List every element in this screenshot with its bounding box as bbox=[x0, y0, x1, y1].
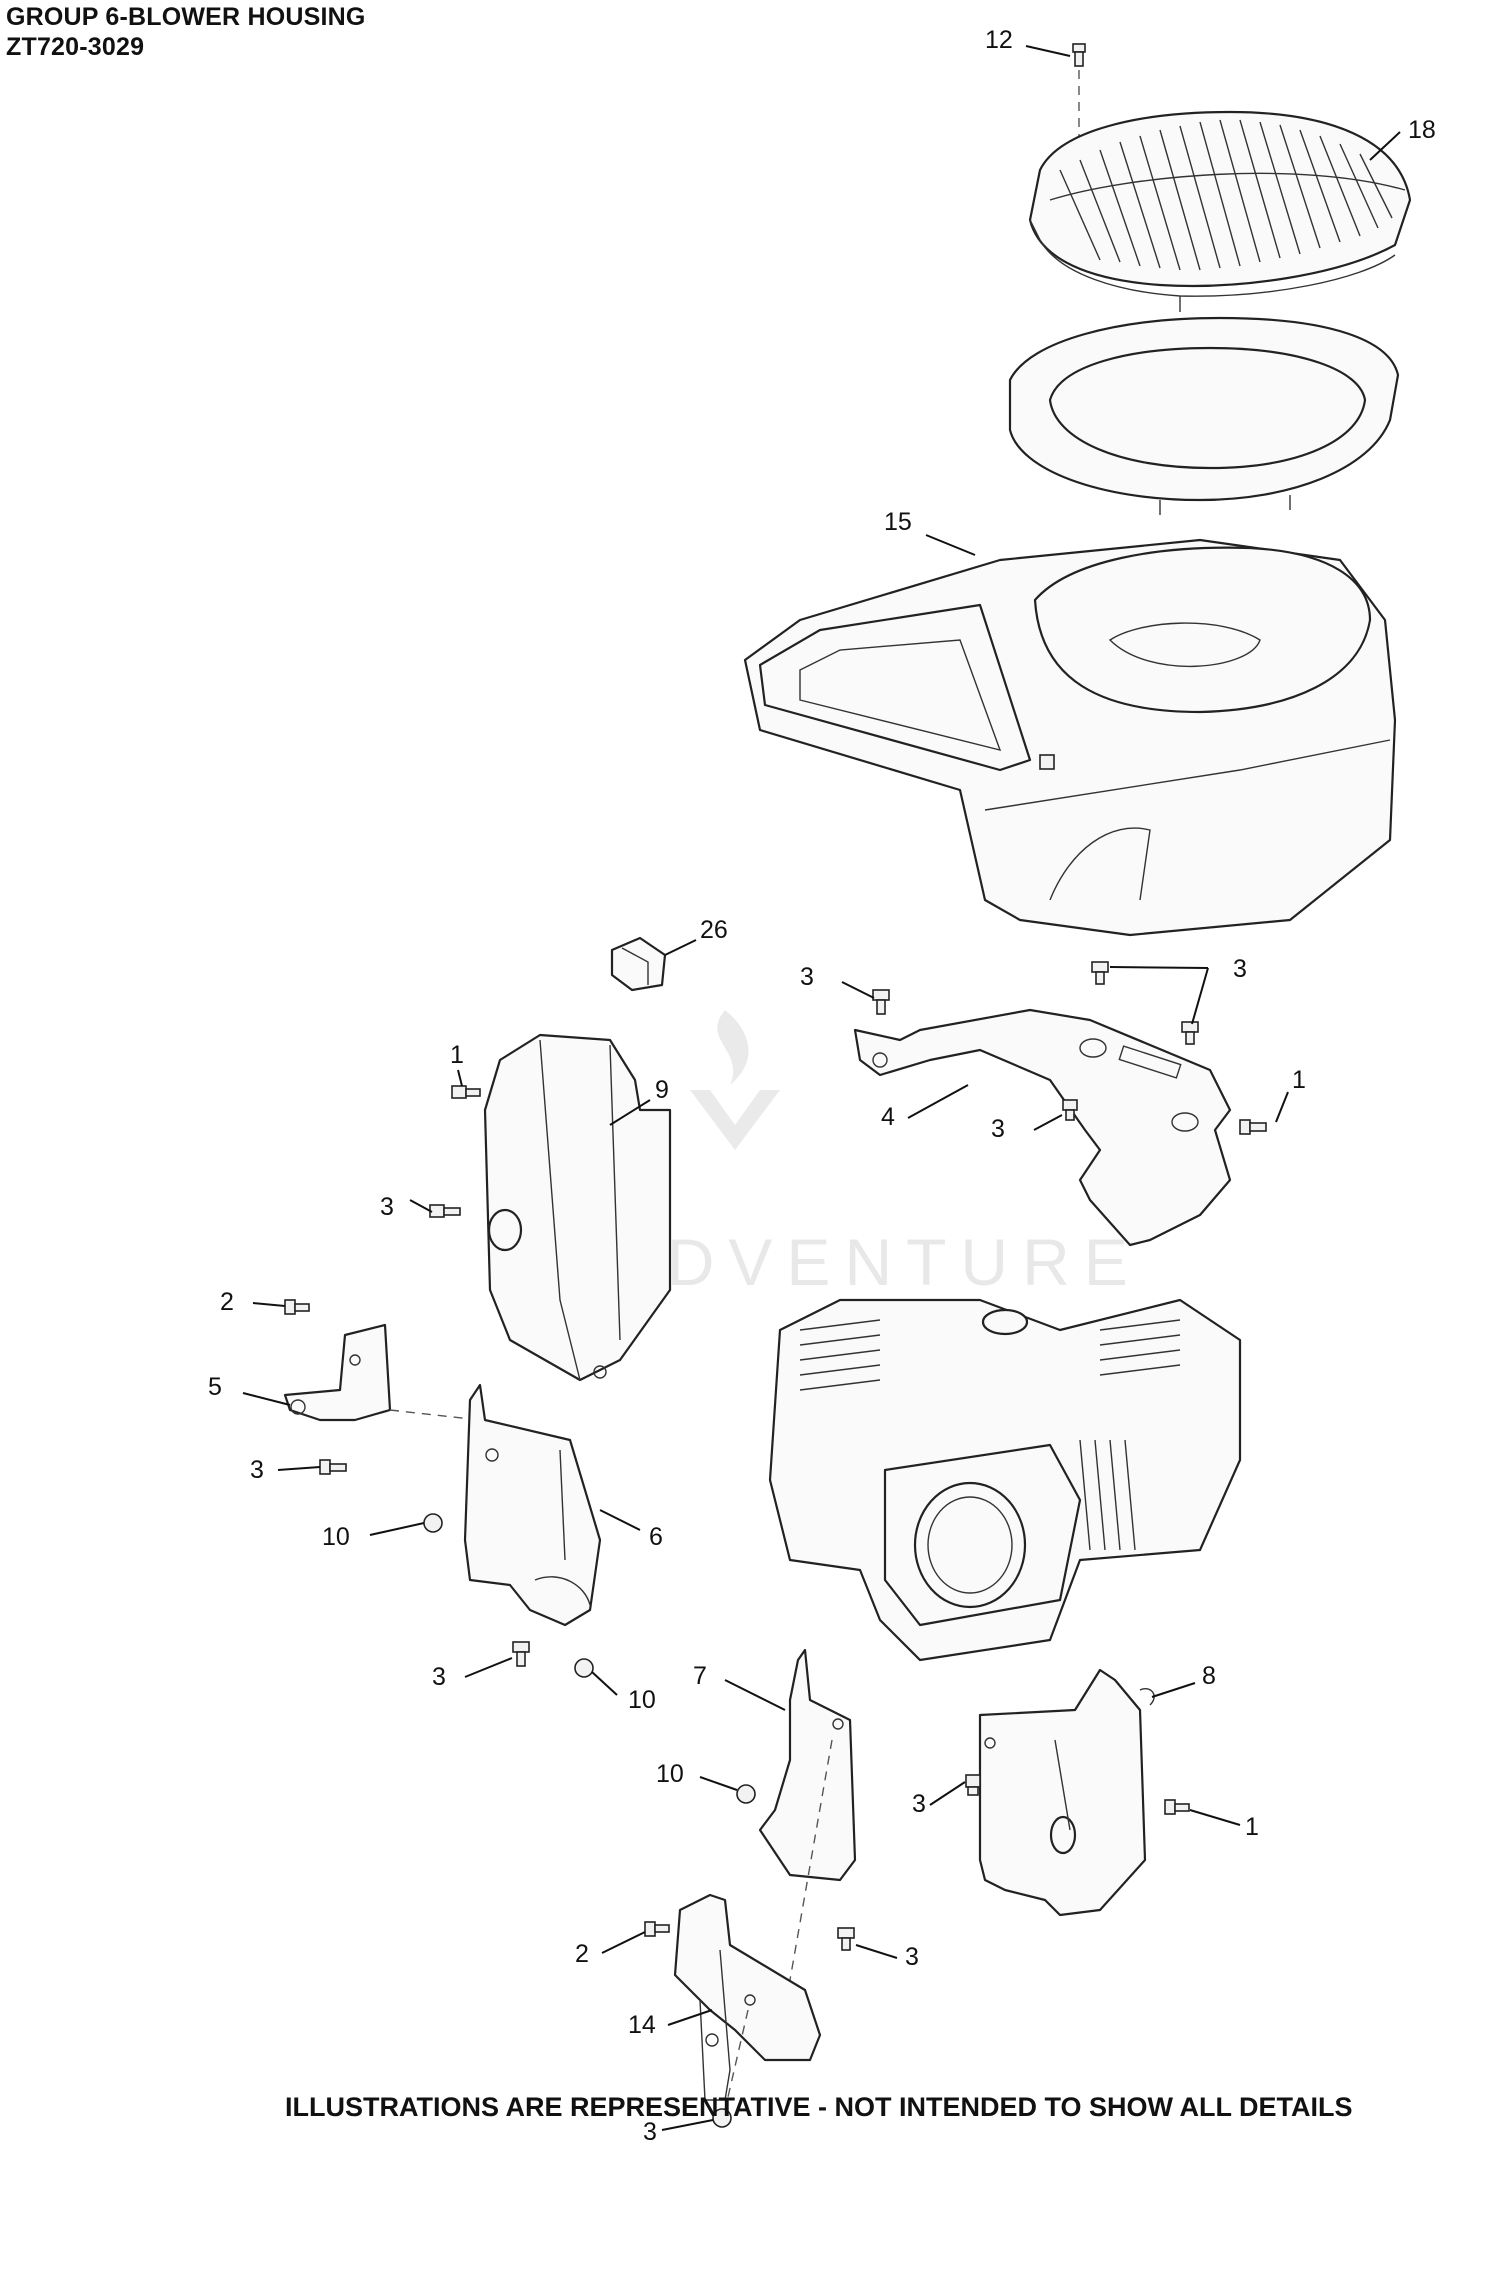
part-5-bracket bbox=[283, 1323, 481, 1422]
callout-4: 4 bbox=[881, 1103, 895, 1131]
callout-3: 3 bbox=[1233, 955, 1247, 983]
callout-15: 15 bbox=[884, 508, 912, 536]
callout-18: 18 bbox=[1408, 116, 1436, 144]
callout-10: 10 bbox=[656, 1760, 684, 1788]
bolt bbox=[319, 1459, 347, 1475]
part-7-bracket bbox=[758, 1648, 857, 1981]
fasteners bbox=[284, 961, 1267, 2128]
callout-1: 1 bbox=[1245, 1813, 1259, 1841]
part-18-grille bbox=[1028, 110, 1412, 312]
engine-block bbox=[768, 1298, 1242, 1662]
callout-9: 9 bbox=[655, 1076, 669, 1104]
callout-3: 3 bbox=[643, 2118, 657, 2146]
callout-10: 10 bbox=[628, 1686, 656, 1714]
callout-5: 5 bbox=[208, 1373, 222, 1401]
callout-7: 7 bbox=[693, 1662, 707, 1690]
part-4-bracket bbox=[853, 1008, 1232, 1247]
nut bbox=[423, 1513, 443, 1533]
callout-1: 1 bbox=[450, 1041, 464, 1069]
nut bbox=[712, 2108, 732, 2128]
callout-labels: 12 18 15 26 3 3 1 4 3 1 9 3 2 5 3 10 6 3… bbox=[208, 26, 1436, 2146]
callout-3: 3 bbox=[380, 1193, 394, 1221]
callout-3: 3 bbox=[250, 1456, 264, 1484]
bolt bbox=[512, 1641, 530, 1667]
bolt bbox=[1181, 1021, 1199, 1045]
diagram-title: GROUP 6-BLOWER HOUSING bbox=[6, 3, 366, 31]
part-14-bracket bbox=[673, 1893, 822, 2111]
part-ring-spacer bbox=[1008, 316, 1400, 515]
disclaimer-note: ILLUSTRATIONS ARE REPRESENTATIVE - NOT I… bbox=[285, 2092, 1353, 2122]
bolt bbox=[837, 1927, 855, 1951]
callout-3: 3 bbox=[432, 1663, 446, 1691]
bolt bbox=[1062, 1099, 1078, 1121]
bolt bbox=[965, 1774, 981, 1796]
part-26-clip bbox=[610, 936, 667, 992]
callout-10: 10 bbox=[322, 1523, 350, 1551]
callout-2: 2 bbox=[575, 1940, 589, 1968]
bolt bbox=[284, 1299, 310, 1315]
callout-3: 3 bbox=[905, 1943, 919, 1971]
part-8-shroud bbox=[978, 1668, 1155, 1917]
bolt bbox=[1239, 1119, 1267, 1135]
bolt bbox=[429, 1204, 461, 1218]
callout-8: 8 bbox=[1202, 1662, 1216, 1690]
callout-14: 14 bbox=[628, 2011, 656, 2039]
nut bbox=[574, 1658, 594, 1678]
callout-3: 3 bbox=[991, 1115, 1005, 1143]
nut bbox=[736, 1784, 756, 1804]
bolt bbox=[1091, 961, 1109, 985]
watermark-flame-icon bbox=[717, 1010, 749, 1085]
callout-1: 1 bbox=[1292, 1066, 1306, 1094]
callout-26: 26 bbox=[700, 916, 728, 944]
callout-2: 2 bbox=[220, 1288, 234, 1316]
bolt bbox=[644, 1921, 670, 1937]
part-15-blower-housing bbox=[743, 538, 1397, 937]
callout-6: 6 bbox=[649, 1523, 663, 1551]
part-6-cover bbox=[463, 1383, 602, 1627]
callout-3: 3 bbox=[800, 963, 814, 991]
bolt bbox=[872, 989, 890, 1015]
bolt bbox=[1164, 1799, 1190, 1815]
leader-lines bbox=[242, 45, 1401, 2131]
bolt bbox=[451, 1085, 481, 1099]
part-9-shroud bbox=[483, 1033, 672, 1382]
model-number: ZT720-3029 bbox=[6, 33, 145, 61]
callout-12: 12 bbox=[985, 26, 1013, 54]
callout-3: 3 bbox=[912, 1790, 926, 1818]
watermark-logo-icon bbox=[690, 1090, 780, 1150]
